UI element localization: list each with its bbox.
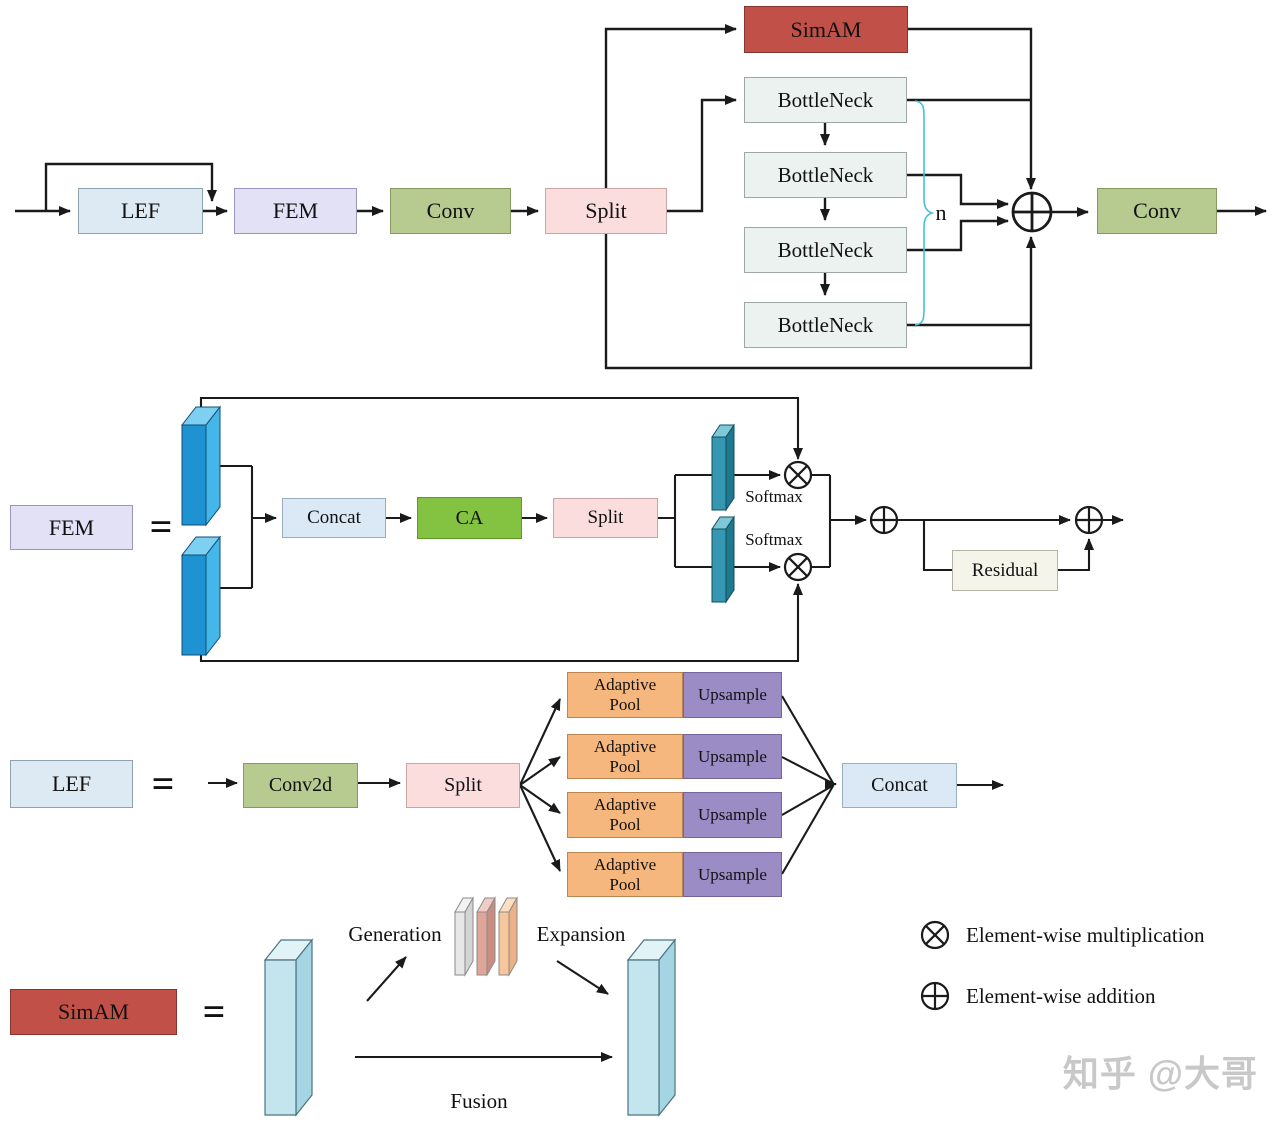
fusion-label: Fusion <box>450 1088 508 1113</box>
lef-definition-label: LEF <box>10 760 133 808</box>
legend-add-icon <box>920 981 950 1011</box>
softmax-label-bottom: Softmax <box>745 530 803 549</box>
upsample-box-2: Upsample <box>683 734 782 779</box>
fem-concat-box: Concat <box>282 498 386 538</box>
softmax-label-top: Softmax <box>745 487 803 506</box>
repeat-brace <box>914 100 935 326</box>
fem-top-line <box>199 396 803 460</box>
simam-box: SimAM <box>744 6 908 53</box>
legend-multiplication-text: Element-wise multiplication <box>966 922 1205 947</box>
softmax-slab-bottom <box>711 515 735 604</box>
upsample-box-1: Upsample <box>683 672 782 718</box>
expansion-arrow <box>556 960 609 995</box>
attention-weight-slabs <box>454 896 518 977</box>
residual-box: Residual <box>952 550 1058 591</box>
conv-out-box: Conv <box>1097 188 1217 234</box>
lef-connectors <box>208 695 1004 875</box>
legend-multiply-icon <box>920 920 950 950</box>
fem-definition-label: FEM <box>10 505 133 550</box>
lef-equals-sign: = <box>151 760 175 806</box>
simam-input-slab <box>263 938 314 1117</box>
split-bypass <box>604 234 1036 370</box>
bottleneck-box-3: BottleNeck <box>744 227 907 273</box>
add-node-fem-1 <box>869 505 899 535</box>
multiply-node-top <box>783 460 813 490</box>
expansion-label: Expansion <box>536 921 626 946</box>
lef-split-box: Split <box>406 763 520 808</box>
top-row-connectors <box>15 24 1267 370</box>
split-to-simam <box>604 24 737 188</box>
bottleneck2-out <box>907 173 1009 209</box>
fem-equals-sign: = <box>149 503 173 549</box>
split-box: Split <box>545 188 667 234</box>
simam-equals-sign: = <box>202 988 226 1034</box>
fem-feature-slab-bottom <box>180 535 222 657</box>
fem-split-box: Split <box>553 498 658 538</box>
adaptive-pool-box-1: Adaptive Pool <box>567 672 683 718</box>
simam-to-add <box>908 27 1036 190</box>
repeat-count-label: n <box>935 200 947 225</box>
ca-box: CA <box>417 497 522 539</box>
fem-feature-slab-top <box>180 405 222 527</box>
residual-branch <box>922 520 952 572</box>
conv-in-box: Conv <box>390 188 511 234</box>
multiply-node-bottom <box>783 552 813 582</box>
fem-bottom-line <box>199 583 803 663</box>
bottleneck3-out <box>907 216 1009 252</box>
add-node-main <box>1011 191 1053 233</box>
lef-box: LEF <box>78 188 203 234</box>
generation-label: Generation <box>348 921 442 946</box>
lef-concat-box: Concat <box>842 763 957 808</box>
adaptive-pool-box-4: Adaptive Pool <box>567 852 683 897</box>
simam-output-slab <box>626 938 677 1117</box>
lef-skip-connection <box>44 162 217 211</box>
fem-box: FEM <box>234 188 357 234</box>
split-to-bottleneck <box>667 95 737 213</box>
watermark: 知乎 @大哥 <box>1062 1053 1258 1094</box>
legend-addition-text: Element-wise addition <box>966 983 1156 1008</box>
conv2d-box: Conv2d <box>243 763 358 808</box>
bottleneck-box-2: BottleNeck <box>744 152 907 198</box>
upsample-box-4: Upsample <box>683 852 782 897</box>
residual-out <box>1058 538 1094 572</box>
bottleneck-box-1: BottleNeck <box>744 77 907 123</box>
adaptive-pool-box-2: Adaptive Pool <box>567 734 683 779</box>
generation-arrow <box>366 956 407 1002</box>
upsample-box-3: Upsample <box>683 792 782 838</box>
softmax-slab-top <box>711 423 735 512</box>
simam-connectors <box>355 956 613 1062</box>
adaptive-pool-box-3: Adaptive Pool <box>567 792 683 838</box>
simam-definition-label: SimAM <box>10 989 177 1035</box>
bottleneck-box-4: BottleNeck <box>744 302 907 348</box>
add-node-fem-2 <box>1074 505 1104 535</box>
